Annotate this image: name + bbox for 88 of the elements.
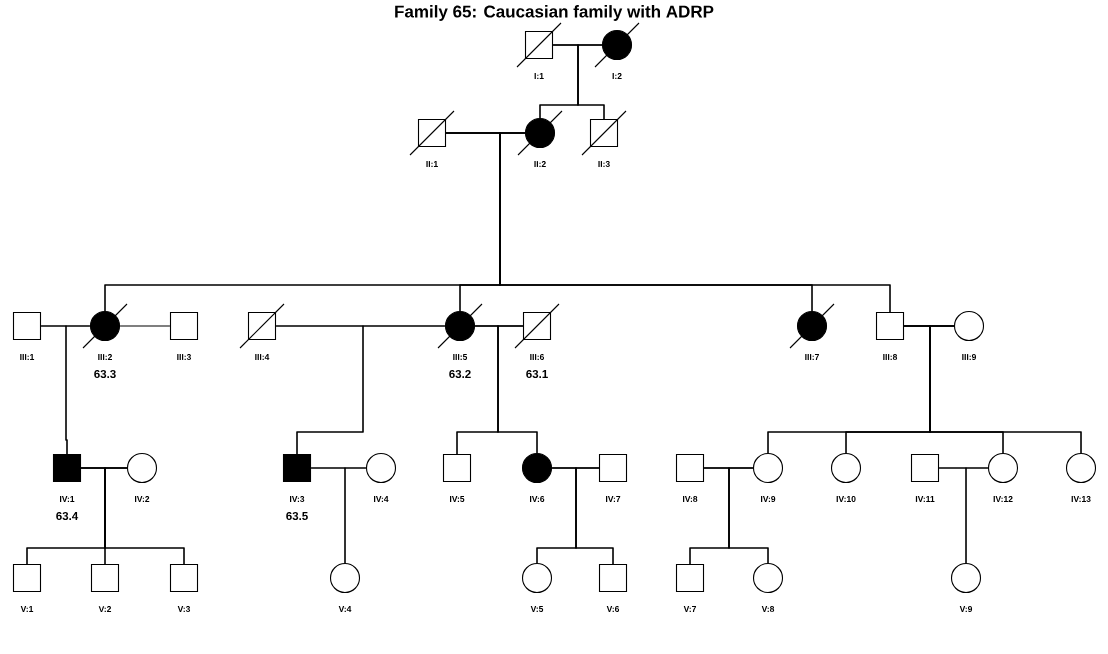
female-circle: [752, 562, 784, 594]
male-square: [12, 563, 42, 593]
male-square: [581, 110, 627, 156]
descent-line: [65, 325, 91, 455]
female-circle: [517, 110, 563, 156]
individual-label: V:8: [761, 606, 775, 612]
marker-value: 63.3: [94, 369, 116, 379]
individual-label: V:1: [20, 606, 34, 612]
individual-label: IV:13: [1071, 496, 1091, 502]
male-square: [169, 563, 199, 593]
male-square: [875, 311, 905, 341]
marker-value: 63.1: [526, 369, 548, 379]
individual-label: II:3: [598, 161, 610, 167]
male-square: [282, 453, 312, 483]
individual-label: IV:4: [374, 496, 389, 502]
descent-line: [296, 325, 446, 455]
individual-label: III:5: [453, 354, 468, 360]
individual-label: III:2: [98, 354, 112, 360]
male-square: [239, 303, 285, 349]
marker-value: 63.2: [449, 369, 471, 379]
descent-line: [344, 467, 367, 564]
female-circle: [521, 562, 553, 594]
descent-line: [104, 467, 185, 565]
female-circle: [830, 452, 862, 484]
individual-label: V:7: [683, 606, 696, 612]
descent-line: [728, 467, 769, 564]
female-circle: [365, 452, 397, 484]
female-circle: [1065, 452, 1097, 484]
individual-label: II:2: [534, 161, 546, 167]
individual-label: V:4: [338, 606, 352, 612]
female-circle: [789, 303, 835, 349]
title: Family 65: Caucasian family with ADRP: [395, 5, 714, 21]
female-circle: [950, 562, 982, 594]
descent-line: [965, 467, 989, 564]
individual-label: III:4: [255, 354, 270, 360]
female-circle: [329, 562, 361, 594]
individual-label: IV:7: [606, 496, 621, 502]
marker-value: 63.4: [56, 511, 79, 521]
male-square: [52, 453, 82, 483]
female-circle: [594, 22, 640, 68]
individual-label: III:6: [530, 354, 545, 360]
individual-label: IV:9: [761, 496, 776, 502]
male-square: [675, 453, 705, 483]
descent-line: [577, 44, 605, 120]
individual-label: IV:1: [60, 496, 75, 502]
male-square: [516, 22, 562, 68]
individual-label: IV:8: [683, 496, 698, 502]
male-square: [598, 453, 628, 483]
individual-label: V:9: [959, 606, 973, 612]
male-square: [598, 563, 628, 593]
male-square: [910, 453, 940, 483]
male-square: [442, 453, 472, 483]
individual-label: IV:2: [135, 496, 150, 502]
male-square: [675, 563, 705, 593]
individual-label: V:6: [606, 606, 620, 612]
female-circle: [437, 303, 483, 349]
descent-line: [575, 467, 614, 565]
individual-label: IV:5: [450, 496, 465, 502]
marriage-line: [119, 325, 171, 327]
male-square: [12, 311, 42, 341]
individual-label: III:8: [883, 354, 898, 360]
male-square: [409, 110, 455, 156]
descent-line: [497, 325, 538, 454]
male-square: [514, 303, 560, 349]
individual-label: V:3: [177, 606, 191, 612]
individual-label: IV:12: [993, 496, 1013, 502]
female-circle: [953, 310, 985, 342]
female-circle: [521, 452, 553, 484]
female-circle: [752, 452, 784, 484]
individual-label: V:5: [530, 606, 544, 612]
individual-label: V:2: [98, 606, 112, 612]
male-square: [90, 563, 120, 593]
individual-label: IV:3: [290, 496, 305, 502]
individual-label: I:1: [534, 73, 544, 79]
female-circle: [987, 452, 1019, 484]
individual-label: I:2: [612, 73, 622, 79]
individual-label: IV:11: [915, 496, 935, 502]
individual-label: III:7: [805, 354, 819, 360]
individual-label: II:1: [426, 161, 438, 167]
individual-label: III:1: [20, 354, 35, 360]
individual-label: III:3: [177, 354, 192, 360]
marker-value: 63.5: [286, 511, 308, 521]
female-circle: [126, 452, 158, 484]
male-square: [169, 311, 199, 341]
individual-label: III:9: [962, 354, 976, 360]
female-circle: [82, 303, 128, 349]
individual-label: IV:10: [836, 496, 856, 502]
individual-label: IV:6: [530, 496, 545, 502]
